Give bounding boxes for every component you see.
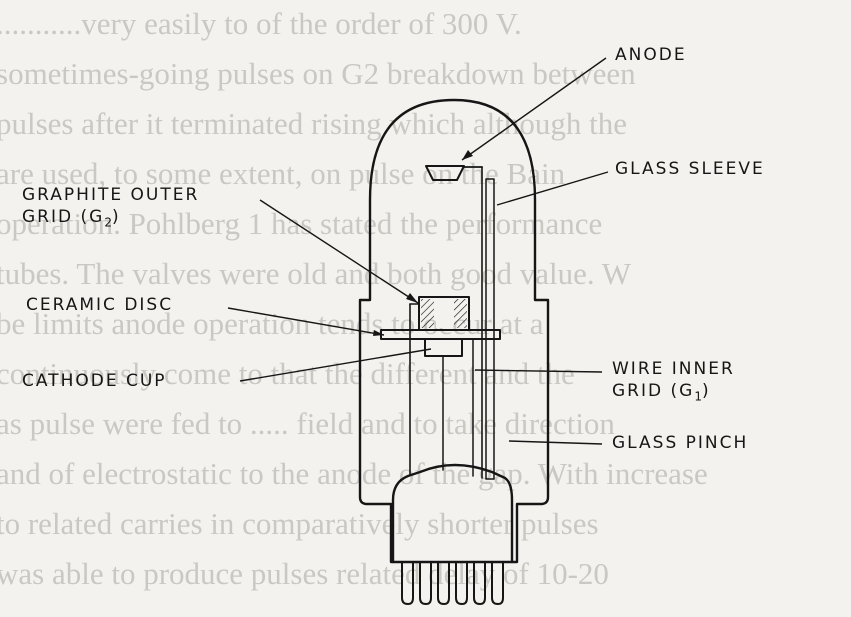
leader-wire-grid (474, 369, 603, 373)
leader-graphite-grid (259, 199, 419, 304)
wire-line-1: WIRE INNER (612, 359, 735, 379)
leader-anode (461, 57, 607, 161)
leader-glass-pinch (508, 440, 603, 445)
grid-hatch-right (454, 299, 467, 328)
anode-plate (425, 165, 465, 181)
label-glass-pinch: GLASS PINCH (612, 433, 749, 453)
grid-hatch-left (421, 299, 434, 328)
label-glass-sleeve: GLASS SLEEVE (615, 159, 765, 179)
arrowhead-graphite-grid (406, 293, 418, 303)
graphite-outer-grid (418, 296, 470, 331)
leader-glass-sleeve (496, 171, 609, 206)
label-ceramic-disc: CERAMIC DISC (26, 295, 174, 315)
arrowhead-ceramic-disc (373, 330, 384, 336)
glass-pinch (391, 463, 514, 564)
wire-grid-text: GRID (G (612, 381, 695, 401)
graphite-line-2: GRID (G2) (22, 207, 121, 230)
leader-ceramic-disc (227, 307, 385, 336)
arrowhead-anode (462, 150, 473, 160)
label-graphite-outer-grid: GRAPHITE OUTER GRID (G2) (22, 184, 199, 233)
background-text-line: to related carries in comparatively shor… (0, 506, 599, 541)
graphite-grid-subscript: 2 (104, 215, 112, 230)
graphite-grid-text: GRID (G (22, 207, 105, 227)
label-cathode-cup: CATHODE CUP (22, 371, 167, 391)
background-text-line: operation. Pohlberg 1 has stated the per… (0, 206, 603, 241)
background-text-line: ...........very easily to of the order o… (0, 6, 522, 41)
grid-aperture (436, 299, 452, 328)
leader-cathode-cup (239, 348, 432, 382)
background-text-line: sometimes-going pulses on G2 breakdown b… (0, 56, 636, 91)
graphite-line-1: GRAPHITE OUTER (22, 185, 200, 205)
wire-grid-subscript: 1 (694, 389, 702, 404)
background-text-line: are used, to some extent, on pulse on th… (0, 156, 566, 191)
wire-line-2: GRID (G1) (612, 381, 711, 404)
glass-envelope (358, 98, 550, 564)
background-text-line: and of electrostatic to the anode of the… (0, 456, 708, 491)
label-wire-inner-grid: WIRE INNER GRID (G1) (612, 358, 735, 407)
cathode-cup (424, 338, 463, 357)
background-text-line: be limits anode operation tends to occur… (0, 306, 544, 341)
label-anode: ANODE (615, 45, 687, 65)
background-text-line: tubes. The valves were old and both good… (0, 256, 632, 291)
background-text-line: as pulse were fed to ..... field and to … (0, 406, 615, 441)
pins (401, 561, 504, 605)
